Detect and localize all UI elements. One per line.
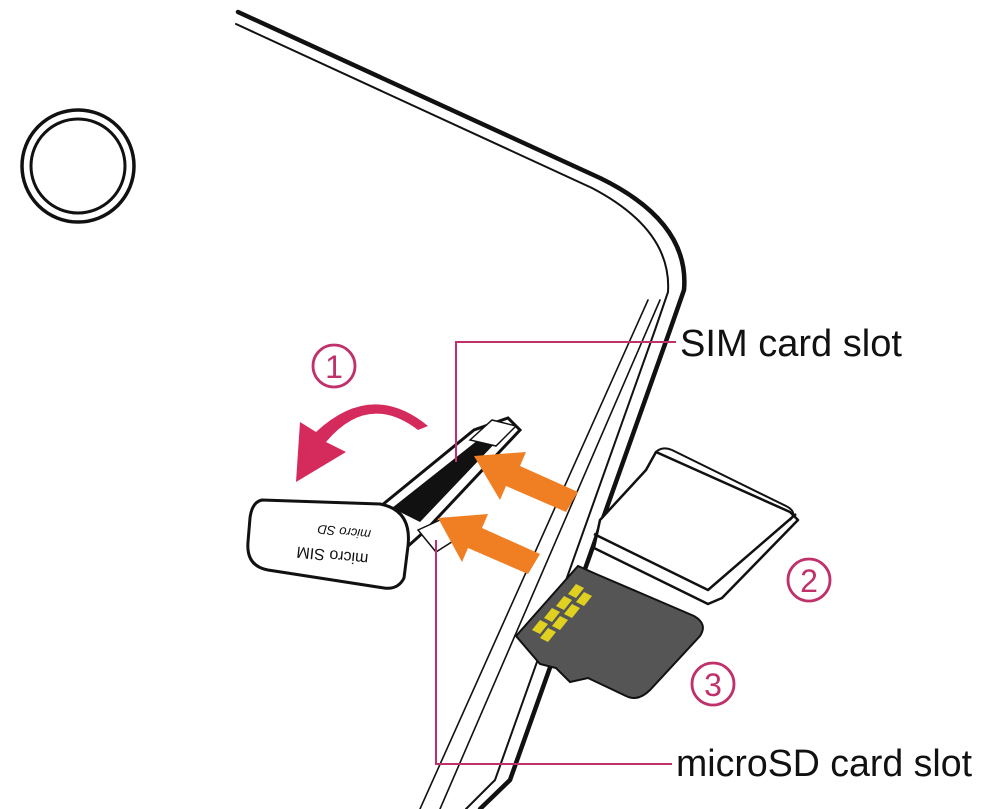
- device-button: [20, 108, 136, 224]
- insert-sim-arrow: [474, 452, 578, 512]
- sim-slot-callout-line: [455, 341, 676, 462]
- sim-card: [592, 447, 800, 606]
- microsd-card: [514, 564, 704, 699]
- microsd-contacts: [532, 584, 592, 642]
- open-cover-arrow: [296, 404, 428, 482]
- step-3-number: 3: [704, 667, 722, 703]
- slot-cover: micro SIM micro SD: [246, 498, 410, 590]
- card-slot-recess: [373, 416, 523, 553]
- step-1-badge: 1: [311, 343, 357, 389]
- step-1-number: 1: [325, 349, 343, 385]
- cover-micro-sd-text: micro SD: [317, 522, 372, 543]
- step-2-badge: 2: [786, 557, 832, 603]
- sim-card-slot-label: SIM card slot: [680, 323, 902, 365]
- microsd-card-slot-label: microSD card slot: [676, 743, 972, 785]
- device-outline: [235, 9, 687, 809]
- microsd-slot-callout-line: [435, 540, 672, 765]
- step-3-badge: 3: [690, 661, 736, 707]
- step-2-number: 2: [800, 563, 818, 599]
- insert-sd-arrow: [438, 514, 540, 574]
